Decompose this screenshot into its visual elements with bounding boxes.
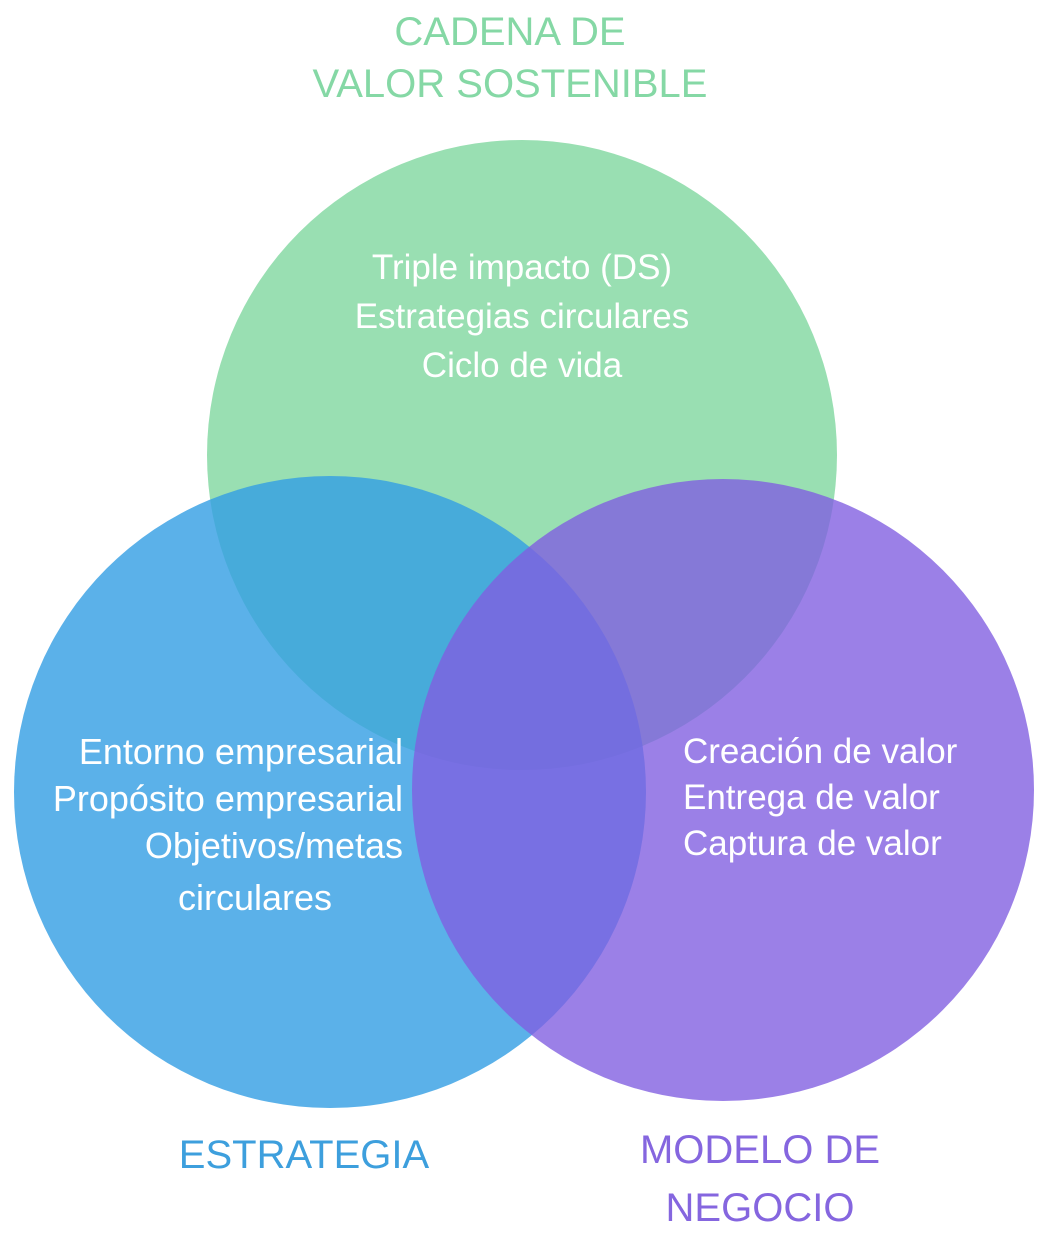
diagram-title-line-2: VALOR SOSTENIBLE xyxy=(312,62,708,106)
list-item: Entorno empresarial xyxy=(78,731,403,772)
business-model-items: Creación de valor Entrega de valor Captu… xyxy=(683,729,1023,867)
list-item: Captura de valor xyxy=(683,824,942,863)
list-item: Creación de valor xyxy=(683,732,958,771)
list-item: Estrategias circulares xyxy=(354,297,690,336)
list-item: Triple impacto (DS) xyxy=(371,248,673,287)
business-model-circle xyxy=(412,479,1034,1101)
diagram-title: CADENA DE VALOR SOSTENIBLE xyxy=(60,6,960,110)
business-model-label: MODELO DE NEGOCIO xyxy=(560,1121,960,1237)
list-item: Entrega de valor xyxy=(683,778,940,817)
diagram-title-line-1: CADENA DE xyxy=(394,10,626,54)
list-item: Ciclo de vida xyxy=(421,346,623,385)
strategy-label: ESTRATEGIA xyxy=(178,1133,430,1177)
strategy-items: Entorno empresarial Propósito empresaria… xyxy=(3,728,403,869)
business-model-label-line-2: NEGOCIO xyxy=(665,1186,855,1230)
business-model-label-line-1: MODELO DE xyxy=(639,1128,881,1172)
list-item: Propósito empresarial xyxy=(52,778,403,819)
list-item: Objetivos/metas xyxy=(144,825,403,866)
strategy-item-circulares: circulares xyxy=(177,877,333,918)
sustainable-value-chain-items: Triple impacto (DS) Estrategias circular… xyxy=(222,243,822,390)
